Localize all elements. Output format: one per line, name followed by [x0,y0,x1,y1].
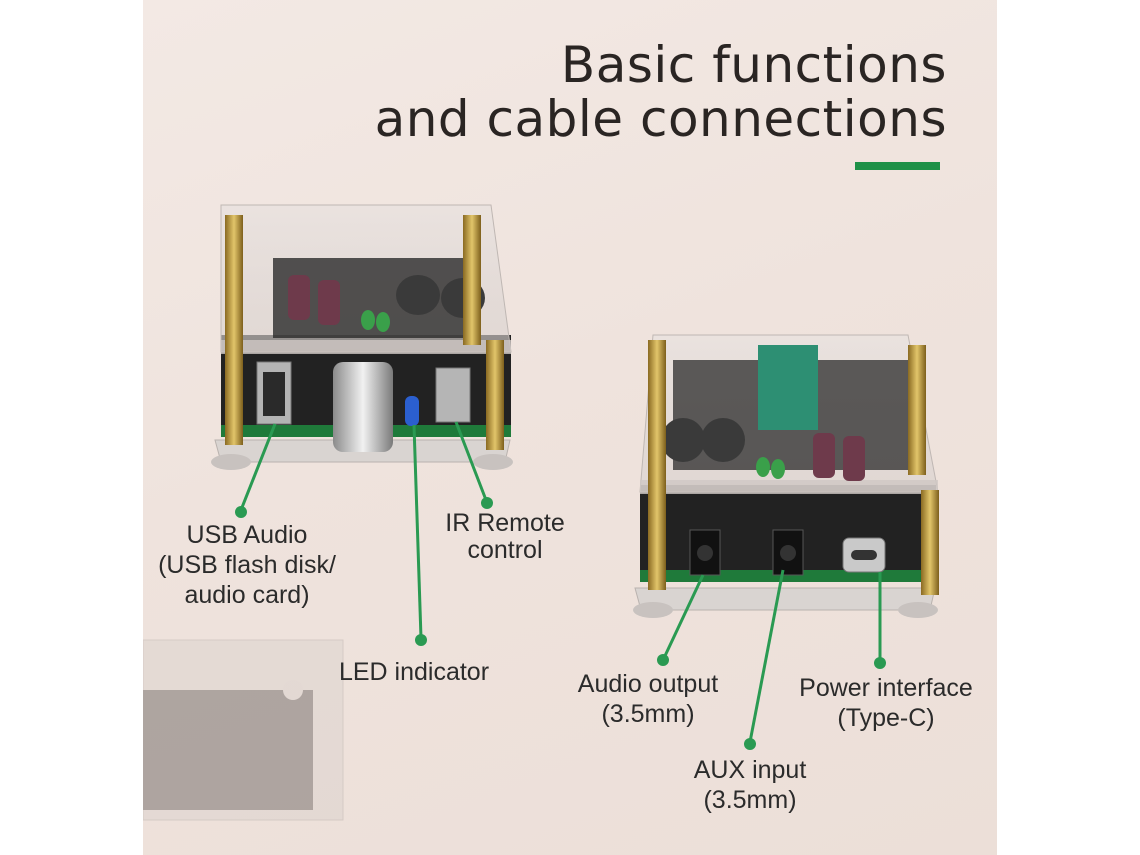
title-line-1: Basic functions [560,36,947,94]
label-usb-audio-line1: USB Audio [186,521,308,549]
label-led-indicator: LED indicator [329,657,499,687]
callout-dot-power [874,657,886,669]
callout-dot-led [415,634,427,646]
label-ir-remote-line1: IR Remote [445,509,565,537]
label-ir-remote-line2: control [467,536,543,564]
label-audio-output: Audio output (3.5mm) [563,669,733,729]
left-device [211,204,513,470]
label-power-interface-line1: Power interface [799,674,973,702]
label-aux-input-line2: (3.5mm) [703,786,797,814]
label-power-interface-line2: (Type-C) [837,704,935,732]
callout-line-led [412,424,423,639]
label-usb-audio: USB Audio (USB flash disk/ audio card) [149,520,345,610]
label-aux-input-line1: AUX input [693,756,807,784]
faded-device [143,639,344,821]
label-aux-input: AUX input (3.5mm) [670,755,830,815]
label-audio-output-line2: (3.5mm) [601,700,695,728]
product-image: Basic functions and cable connections US… [143,0,997,855]
page-title: Basic functions and cable connections [375,38,947,146]
callout-dot-usb-audio [235,506,247,518]
label-led-indicator-line1: LED indicator [338,658,490,686]
callout-line-aux-input [748,569,785,743]
label-ir-remote: IR Remote control [433,510,577,564]
title-line-2: and cable connections [374,90,947,148]
label-power-interface: Power interface (Type-C) [786,673,986,733]
callout-line-usb-audio [239,423,277,511]
right-device [633,334,939,618]
callout-line-audio-output [662,574,705,659]
callout-dot-audio-output [657,654,669,666]
title-accent-bar [855,162,940,170]
product-photo [143,204,939,821]
callouts [235,421,886,750]
callout-dot-aux-input [744,738,756,750]
callout-dot-ir [481,497,493,509]
label-usb-audio-line3: audio card) [184,581,310,609]
label-usb-audio-line2: (USB flash disk/ [158,551,336,579]
label-audio-output-line1: Audio output [577,670,719,698]
callout-line-ir [454,421,488,501]
